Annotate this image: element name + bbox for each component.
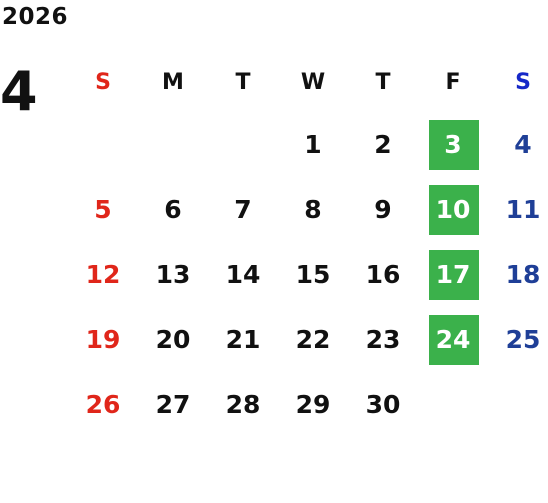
day-number: 3	[444, 130, 462, 159]
day-cell: 14	[225, 260, 261, 289]
day-cell: 27	[155, 390, 191, 419]
day-number: 10	[435, 195, 471, 224]
day-cell: 30	[365, 390, 401, 419]
day-cell: 2	[374, 130, 392, 159]
weekday-header-friday: F	[445, 69, 461, 95]
day-cell: 28	[225, 390, 261, 419]
day-cell: 20	[155, 325, 191, 354]
weekday-header-wednesday: W	[300, 69, 326, 95]
day-cell: 7	[234, 195, 252, 224]
day-cell-friday-highlighted: 10	[418, 177, 488, 242]
day-cell-friday-highlighted: 17	[418, 242, 488, 307]
day-cell: 8	[304, 195, 322, 224]
day-cell-empty	[488, 372, 548, 437]
day-cell-friday-highlighted: 24	[418, 307, 488, 372]
year-label: 2026	[2, 4, 69, 30]
day-cell: 13	[155, 260, 191, 289]
day-cell: 16	[365, 260, 401, 289]
weekday-header-thursday: T	[375, 69, 391, 95]
weekday-header-sunday: S	[95, 69, 111, 95]
weekday-header-saturday: S	[515, 69, 531, 95]
day-cell-sunday: 26	[85, 390, 121, 419]
day-cell: 22	[295, 325, 331, 354]
day-cell: 9	[374, 195, 392, 224]
day-cell-friday-highlighted: 3	[418, 112, 488, 177]
weekday-header-monday: M	[162, 69, 184, 95]
day-cell: 21	[225, 325, 261, 354]
day-cell: 1	[304, 130, 322, 159]
day-number: 24	[435, 325, 471, 354]
day-cell-saturday: 25	[505, 325, 541, 354]
day-cell: 23	[365, 325, 401, 354]
calendar-grid: S M T W T F S 1 2 3 4 5 6 7 8 9 10 11 12…	[68, 52, 548, 437]
day-cell: 6	[164, 195, 182, 224]
day-cell-saturday: 18	[505, 260, 541, 289]
day-cell-sunday: 19	[85, 325, 121, 354]
day-cell-empty	[208, 112, 278, 177]
day-cell-empty	[418, 372, 488, 437]
day-cell: 15	[295, 260, 331, 289]
day-cell-empty	[138, 112, 208, 177]
day-cell-sunday: 12	[85, 260, 121, 289]
weekday-header-tuesday: T	[235, 69, 251, 95]
day-cell: 29	[295, 390, 331, 419]
day-cell-sunday: 5	[94, 195, 112, 224]
month-number: 4	[0, 60, 38, 123]
day-cell-saturday: 4	[514, 130, 532, 159]
day-number: 17	[435, 260, 471, 289]
day-cell-empty	[68, 112, 138, 177]
day-cell-saturday: 11	[505, 195, 541, 224]
